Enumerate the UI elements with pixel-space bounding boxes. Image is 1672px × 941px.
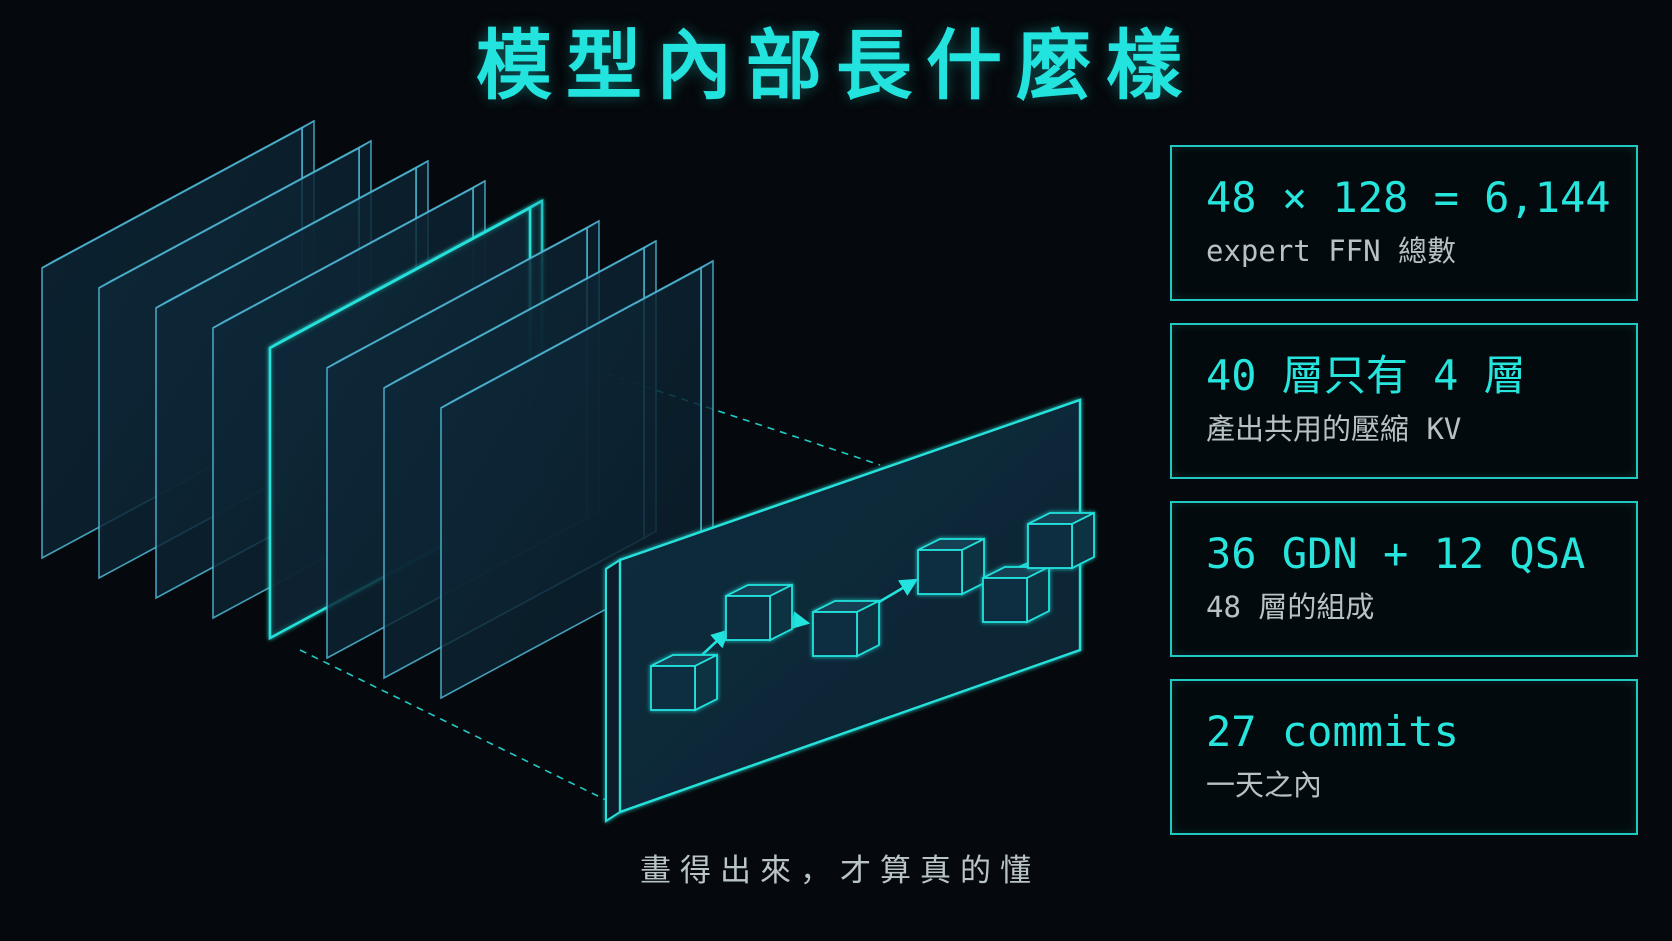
- cube-front: [917, 549, 963, 595]
- layer-stack: [41, 119, 714, 700]
- stat-label: 48 層的組成: [1206, 590, 1375, 624]
- cube-front: [725, 595, 771, 641]
- stat-label: 一天之內: [1206, 768, 1323, 802]
- cube-front: [1027, 523, 1073, 569]
- stat-value: 36 GDN + 12 QSA: [1206, 529, 1586, 578]
- slide-title: 模型內部長什麼樣: [476, 21, 1196, 110]
- cube-front: [982, 577, 1028, 623]
- node-cube-5: [982, 565, 1050, 624]
- stat-value: 27 commits: [1206, 707, 1459, 756]
- node-cube-2: [725, 583, 793, 642]
- node-chain: [650, 511, 1095, 712]
- stat-value: 40 層只有 4 層: [1206, 351, 1526, 400]
- stat-label: 產出共用的壓縮 KV: [1206, 412, 1462, 446]
- projection-line-bottom: [299, 649, 607, 801]
- caption: 畫得出來，才算真的懂: [640, 853, 1040, 889]
- stat-card-experts: 48 × 128 = 6,144 expert FFN 總數: [1170, 145, 1638, 301]
- node-cube-3: [812, 599, 880, 658]
- stats-panel: 48 × 128 = 6,144 expert FFN 總數 40 層只有 4 …: [1170, 145, 1638, 857]
- stat-card-kv: 40 層只有 4 層 產出共用的壓縮 KV: [1170, 323, 1638, 479]
- stat-label: expert FFN 總數: [1206, 234, 1457, 268]
- layer-side-face: [700, 259, 714, 560]
- node-cube-1: [650, 653, 718, 712]
- cube-front: [650, 665, 696, 711]
- stat-value: 48 × 128 = 6,144: [1206, 173, 1611, 222]
- panel-side-face: [605, 558, 621, 823]
- stat-card-commits: 27 commits 一天之內: [1170, 679, 1638, 835]
- stat-card-layers: 36 GDN + 12 QSA 48 層的組成: [1170, 501, 1638, 657]
- cube-front: [812, 611, 858, 657]
- node-cube-4: [917, 537, 985, 596]
- node-cube-6: [1027, 511, 1095, 570]
